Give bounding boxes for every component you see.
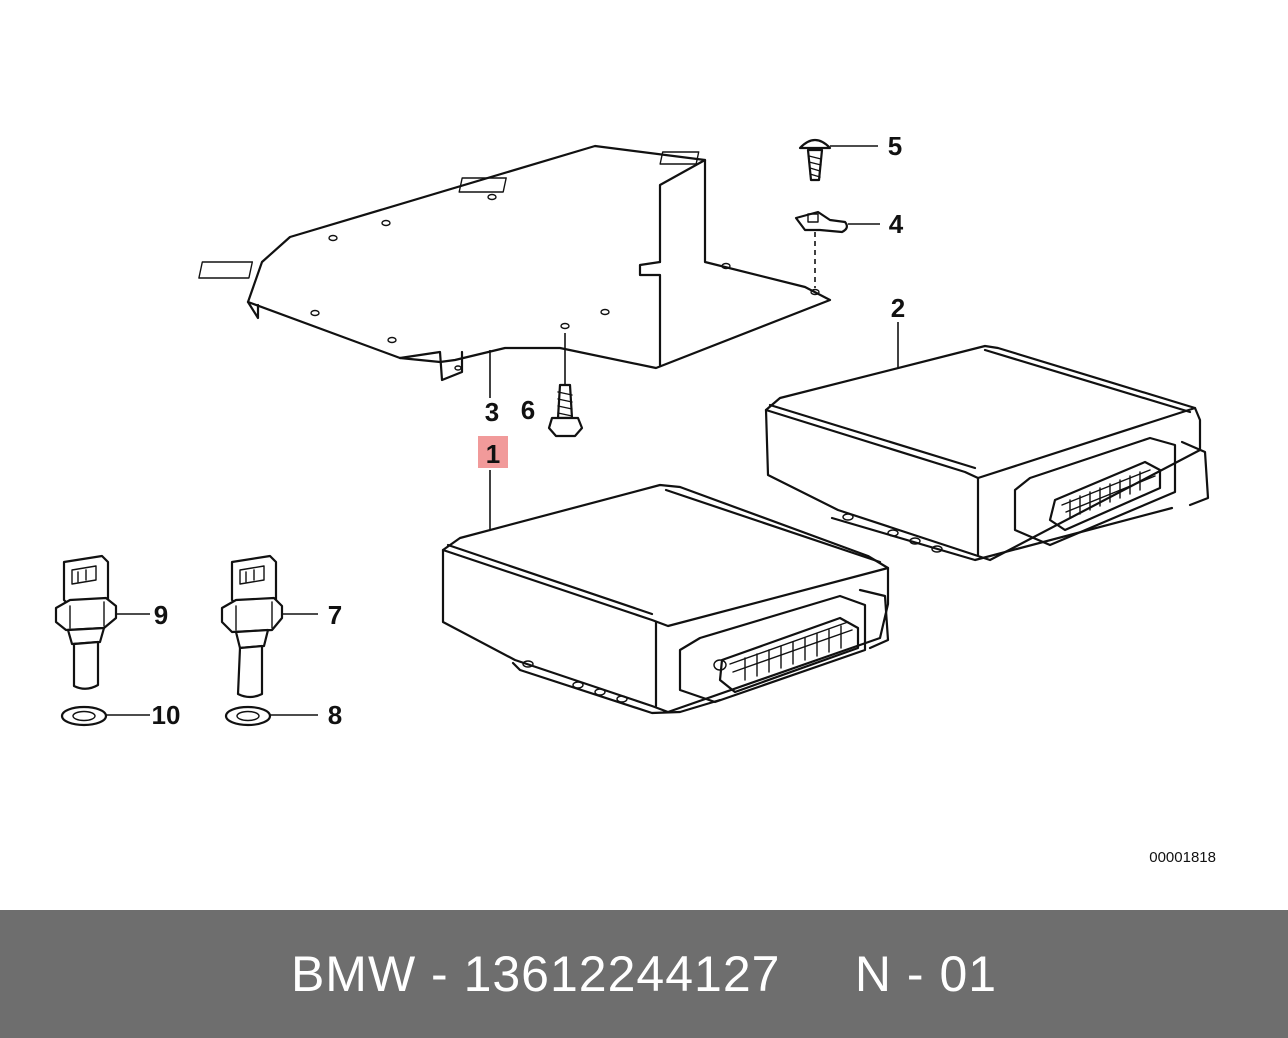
washer-part-10 (60, 705, 150, 727)
sensor-part-7 (220, 554, 318, 699)
part-number-caption: BMW - 13612244127 N - 01 (290, 946, 998, 1002)
exploded-view: 1 2 3 4 5 6 7 8 9 10 00001818 (54, 131, 1216, 866)
clip-nut-part-4 (794, 210, 880, 288)
callout-7[interactable]: 7 (328, 600, 342, 630)
sensor-part-9 (54, 554, 150, 690)
screw-part-5 (798, 138, 878, 182)
parts-diagram: 1 2 3 4 5 6 7 8 9 10 00001818 (54, 131, 1216, 866)
callout-1-highlight (478, 436, 508, 468)
callout-6[interactable]: 6 (521, 395, 535, 425)
control-unit-part-1 (441, 470, 890, 715)
screw-part-6 (547, 333, 584, 438)
callout-3[interactable]: 3 (485, 397, 499, 427)
footer-bar: BMW - 13612244127 N - 01 (0, 910, 1288, 1038)
callout-8[interactable]: 8 (328, 700, 342, 730)
control-unit-part-2 (764, 322, 1210, 562)
mounting-bracket (198, 144, 832, 382)
drawing-number: 00001818 (1149, 849, 1216, 866)
callout-1[interactable]: 1 (486, 439, 500, 469)
callout-4[interactable]: 4 (889, 209, 904, 239)
washer-part-8 (224, 705, 318, 727)
callout-10[interactable]: 10 (152, 700, 181, 730)
callout-5[interactable]: 5 (888, 131, 902, 161)
callout-9[interactable]: 9 (154, 600, 168, 630)
callout-2[interactable]: 2 (891, 293, 905, 323)
